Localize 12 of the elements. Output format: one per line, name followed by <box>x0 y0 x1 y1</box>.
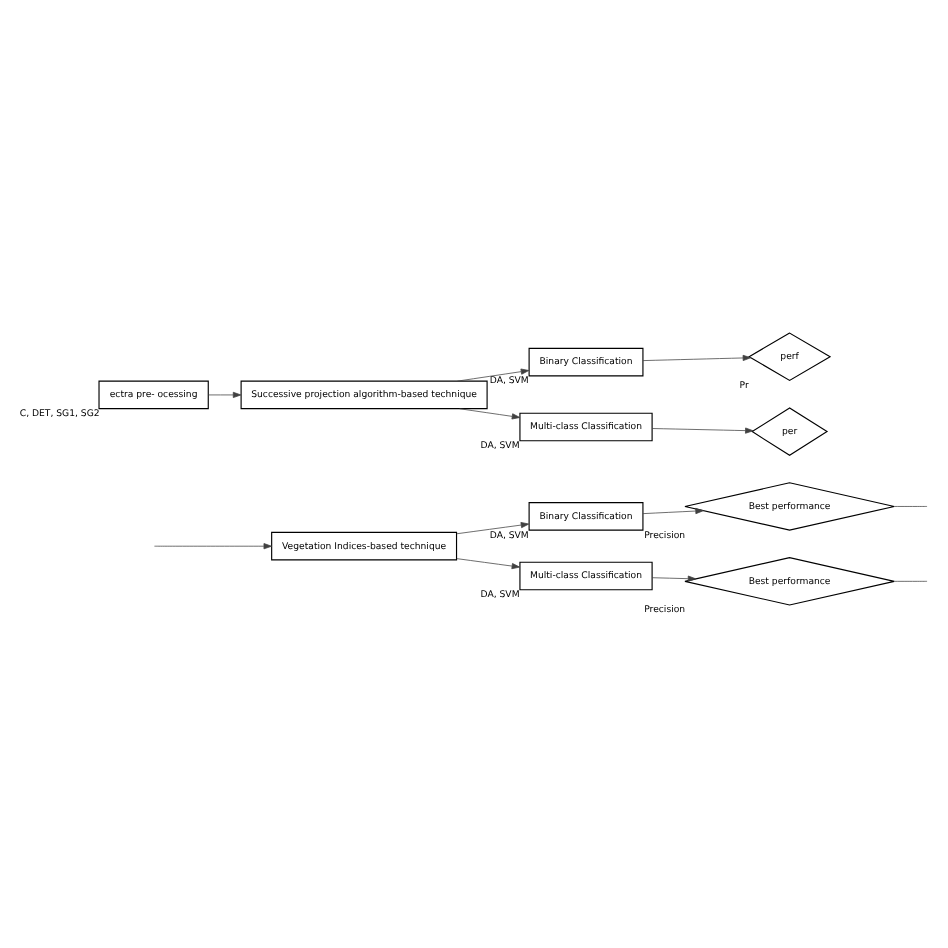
arrow <box>642 354 752 361</box>
arrow <box>456 558 521 570</box>
connector <box>894 580 928 582</box>
arrow <box>154 543 272 550</box>
arrow <box>651 575 697 582</box>
connector <box>894 506 928 507</box>
arrow <box>456 522 530 535</box>
arrow <box>642 508 704 515</box>
arrow <box>459 408 521 420</box>
arrow <box>457 368 530 382</box>
arrow <box>208 391 242 398</box>
arrow <box>651 427 754 434</box>
